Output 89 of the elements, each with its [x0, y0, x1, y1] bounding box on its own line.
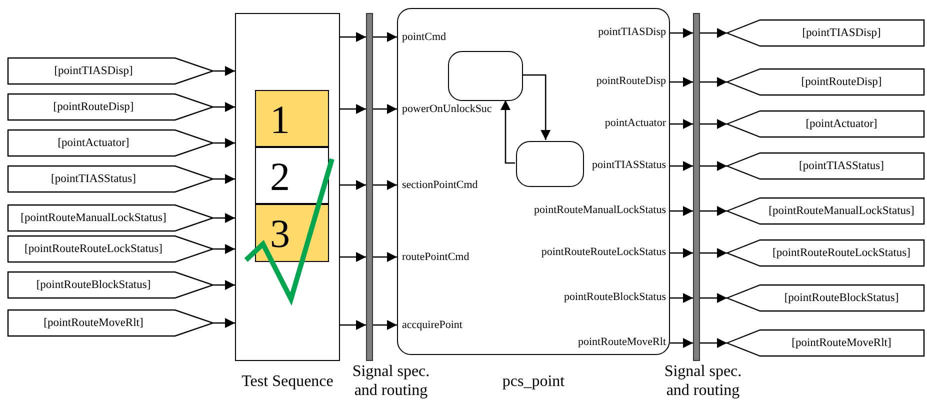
- arrow: [700, 248, 727, 258]
- arrow: [373, 104, 397, 114]
- block-title: Signal spec. and routing: [663, 362, 743, 400]
- step-box: 1: [255, 90, 329, 147]
- arrow: [213, 102, 235, 112]
- arrow: [373, 252, 397, 262]
- arrow: [340, 180, 366, 190]
- arrow: [340, 32, 366, 42]
- state-box: [516, 141, 584, 187]
- port-label: pointRouteMoveRlt: [578, 335, 666, 349]
- arrow: [373, 180, 397, 190]
- tag-label: [pointActuator]: [56, 137, 130, 149]
- goto-tag: [727, 330, 924, 356]
- port-label: pointTIASDisp: [598, 25, 666, 39]
- from-tag: [8, 166, 213, 192]
- port-label: sectionPointCmd: [402, 178, 478, 192]
- tag-label: [pointRouteBlockStatus]: [783, 292, 900, 304]
- goto-tag: [727, 285, 924, 311]
- tag-label: [pointRouteMoveRlt]: [790, 337, 892, 349]
- arrow: [213, 66, 235, 76]
- arrow: [340, 252, 366, 262]
- arrow: [700, 77, 727, 87]
- port-label: pointRouteManualLockStatus: [534, 203, 666, 217]
- tag-label: [pointRouteBlockStatus]: [35, 279, 152, 291]
- port-label: pointRouteRouteLockStatus: [541, 245, 666, 259]
- port-label: pointCmd: [402, 30, 446, 44]
- arrow: [213, 244, 235, 254]
- tag-label: [pointRouteMoveRlt]: [42, 317, 144, 329]
- goto-tag: [727, 198, 924, 224]
- arrow: [700, 293, 727, 303]
- goto-tag: [727, 240, 924, 266]
- block-title: Test Sequence: [242, 372, 334, 391]
- from-tag: [8, 236, 213, 262]
- arrow: [373, 32, 397, 42]
- arrow: [522, 74, 551, 140]
- port-label: powerOnUnlockSuc: [402, 102, 492, 116]
- tag-label: [pointTIASStatus]: [50, 173, 137, 185]
- tag-label: [pointRouteRouteLockStatus]: [24, 243, 164, 255]
- tag-label: [pointRouteDisp]: [800, 76, 883, 88]
- arrow: [700, 206, 727, 216]
- arrow: [500, 100, 515, 164]
- block-title: pcs_point: [502, 372, 565, 391]
- tag-label: [pointTIASStatus]: [798, 160, 885, 172]
- port-label: accquirePoint: [402, 318, 462, 332]
- port-label: pointActuator: [604, 116, 666, 130]
- tag-label: [pointTIASDisp]: [53, 65, 134, 77]
- tag-label: [pointRouteManualLockStatus]: [768, 205, 916, 217]
- arrow: [670, 28, 693, 38]
- arrow: [213, 174, 235, 184]
- arrow: [700, 28, 727, 38]
- from-tag: [8, 310, 213, 336]
- arrow: [700, 119, 727, 129]
- arrow: [340, 320, 366, 330]
- arrow: [213, 213, 235, 223]
- goto-tag: [727, 111, 924, 137]
- arrow: [670, 293, 693, 303]
- port-label: routePointCmd: [402, 250, 470, 264]
- port-label: pointTIASStatus: [592, 158, 666, 172]
- arrow: [670, 77, 693, 87]
- tag-label: [pointActuator]: [804, 118, 878, 130]
- goto-tag: [727, 153, 924, 179]
- tag-label: [pointRouteDisp]: [52, 101, 135, 113]
- arrow: [670, 338, 693, 348]
- from-tag: [8, 272, 213, 298]
- arrow: [700, 161, 727, 171]
- arrow: [373, 320, 397, 330]
- arrow: [670, 119, 693, 129]
- from-tag: [8, 94, 213, 120]
- tag-label: [pointTIASDisp]: [801, 27, 882, 39]
- from-tag: [8, 205, 213, 231]
- arrow: [670, 161, 693, 171]
- port-label: pointRouteBlockStatus: [564, 290, 666, 304]
- arrow: [340, 104, 366, 114]
- from-tag: [8, 130, 213, 156]
- arrow: [670, 248, 693, 258]
- arrow: [213, 318, 235, 328]
- from-tag: [8, 58, 213, 84]
- step-box: 2: [255, 147, 329, 204]
- goto-tag: [727, 20, 924, 46]
- tag-label: [pointRouteManualLockStatus]: [20, 212, 168, 224]
- state-box: [448, 51, 523, 101]
- port-label: pointRouteDisp: [596, 74, 666, 88]
- arrow: [213, 280, 235, 290]
- arrow: [700, 338, 727, 348]
- goto-tag: [727, 69, 924, 95]
- block-title: Signal spec. and routing: [351, 362, 431, 400]
- arrow: [213, 138, 235, 148]
- arrow: [670, 206, 693, 216]
- tag-label: [pointRouteRouteLockStatus]: [772, 247, 912, 259]
